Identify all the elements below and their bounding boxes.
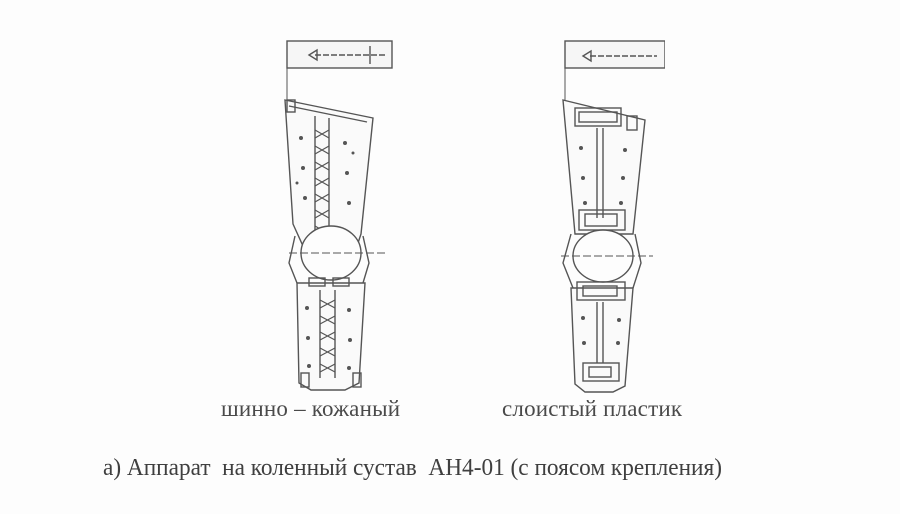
figure-splint-leather-orthosis [275, 38, 395, 393]
figure-laminated-plastic-orthosis [545, 38, 665, 393]
figure-title: а) Аппарат на коленный сустав АН4-01 (с … [103, 455, 722, 481]
figure-caption-splint-leather: шинно – кожаный [221, 396, 401, 421]
figure-caption-laminated-plastic: слоистый пластик [502, 396, 683, 421]
